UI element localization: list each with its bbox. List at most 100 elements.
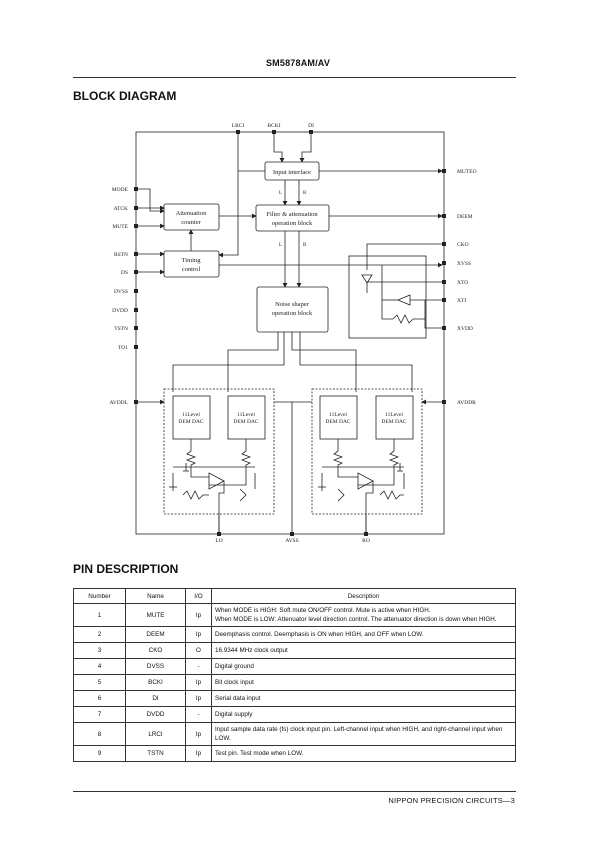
pin-label-muteo: MUTEO [457, 169, 477, 175]
pin-io: Ip [185, 626, 212, 643]
svg-text:DEM DAC: DEM DAC [381, 419, 407, 425]
pin-name: TSTN [125, 745, 186, 762]
dac-left-2: 11Level DEM DAC [227, 395, 266, 440]
timing-control-block [163, 250, 220, 278]
pin-name: DEEM [125, 626, 186, 643]
pin-label-xto: XTO [457, 280, 468, 286]
pin-label-to1: TO1 [118, 345, 128, 351]
pin-number: 3 [73, 642, 126, 659]
pin-label-lrci: LRCI [232, 123, 245, 129]
pin-label-di: DI [308, 123, 314, 129]
col-io: I/O [185, 588, 212, 604]
table-row: 6 DI Ip Serial data input [73, 690, 516, 707]
footer-rule [73, 791, 516, 792]
pin-name: BCKI [125, 674, 186, 691]
filter-label-line2: operation block [272, 220, 313, 227]
pin-name: LRCI [125, 722, 186, 746]
table-row: 1 MUTE Ip When MODE is HIGH: Soft mute O… [73, 603, 516, 627]
header-rule [73, 77, 516, 78]
pin-label-tstn: TSTN [114, 326, 128, 332]
right-dac-group [311, 388, 423, 515]
svg-text:11Level: 11Level [385, 412, 403, 418]
channel-r-label: R [303, 191, 307, 196]
table-row: 3 CKO O 16.9344 MHz clock output [73, 642, 516, 659]
pin-number: 1 [73, 603, 126, 627]
pin-io: - [185, 658, 212, 675]
col-description: Description [211, 588, 516, 604]
block-diagram-heading: BLOCK DIAGRAM [73, 89, 177, 103]
left-dac-group [163, 388, 275, 515]
channel-l-label: L [279, 191, 282, 196]
pin-description: Bit clock input [211, 674, 516, 691]
pin-label-bcki: BCKI [267, 123, 280, 129]
footer-text: NIPPON PRECISION CIRCUITS—3 [388, 796, 515, 805]
pin-description-heading: PIN DESCRIPTION [73, 562, 179, 576]
pin-io: O [185, 642, 212, 659]
pin-description: Digital ground [211, 658, 516, 675]
channel-r-label-2: R [303, 243, 307, 248]
pin-number: 6 [73, 690, 126, 707]
pin-label-xti: XTI [457, 298, 466, 304]
pin-label-xvdd: XVDD [457, 326, 473, 332]
pin-description: When MODE is HIGH: Soft mute ON/OFF cont… [211, 603, 516, 627]
pin-number: 5 [73, 674, 126, 691]
dac-left-1: 11Level DEM DAC [172, 395, 211, 440]
pin-label-lo: LO [215, 538, 222, 544]
oscillator-block [348, 255, 427, 339]
pin-label-deem: DEEM [457, 214, 473, 220]
document-title: SM5878AM/AV [265, 58, 331, 68]
pin-io: Ip [185, 603, 212, 627]
pin-label-xvss: XVSS [457, 261, 471, 267]
svg-text:11Level: 11Level [237, 412, 255, 418]
pin-label-mode: MODE [112, 187, 129, 193]
block-diagram: LRCI BCKI DI MODE ATCK MUTE RSTN DS DVSS… [109, 123, 477, 544]
pin-description: Deemphasis control. Deemphasis is ON whe… [211, 626, 516, 643]
pin-io: - [185, 706, 212, 723]
pin-label-dvss: DVSS [114, 289, 128, 295]
pin-io: Ip [185, 745, 212, 762]
table-row: 5 BCKI Ip Bit clock input [73, 674, 516, 691]
svg-text:11Level: 11Level [182, 412, 200, 418]
pin-number: 9 [73, 745, 126, 762]
pin-table-header: Number Name I/O Description [73, 588, 516, 604]
pin-name: DVDD [125, 706, 186, 723]
pin-name: MUTE [125, 603, 186, 627]
atten-label-line2: counter [181, 219, 201, 226]
left-opamp [208, 472, 225, 490]
noise-label-line2: operation block [272, 310, 313, 317]
pin-label-mute: MUTE [112, 224, 128, 230]
svg-text:DEM DAC: DEM DAC [178, 419, 204, 425]
table-row: 7 DVDD - Digital supply [73, 706, 516, 723]
pin-label-ds: DS [121, 270, 128, 276]
pin-number: 8 [73, 722, 126, 746]
input-interface-label: Input interface [273, 169, 311, 176]
col-name: Name [125, 588, 186, 604]
pin-label-dvdd: DVDD [112, 308, 128, 314]
pin-number: 4 [73, 658, 126, 675]
pin-name: DVSS [125, 658, 186, 675]
col-number: Number [73, 588, 126, 604]
timing-label-line2: control [182, 266, 201, 273]
svg-text:DEM DAC: DEM DAC [325, 419, 351, 425]
table-row: 4 DVSS - Digital ground [73, 658, 516, 675]
pin-description: 16.9344 MHz clock output [211, 642, 516, 659]
pin-name: DI [125, 690, 186, 707]
pin-label-atck: ATCK [114, 206, 128, 212]
table-row: 9 TSTN Ip Test pin. Test mode when LOW. [73, 745, 516, 762]
pin-io: Ip [185, 722, 212, 746]
pin-label-ro: RO [362, 538, 370, 544]
pin-number: 2 [73, 626, 126, 643]
pin-label-avss: AVSS [285, 538, 298, 544]
pin-io: Ip [185, 690, 212, 707]
svg-text:DEM DAC: DEM DAC [233, 419, 259, 425]
pin-io: Ip [185, 674, 212, 691]
right-opamp [357, 472, 374, 490]
timing-label-line1: Timing [182, 257, 202, 264]
pin-description: Digital supply [211, 706, 516, 723]
table-row: 8 LRCI Ip Input sample data rate (fs) cl… [73, 722, 516, 746]
oscillator-resistor [392, 314, 425, 324]
dac-right-1: 11Level DEM DAC [319, 395, 358, 440]
noise-shaper-block [256, 286, 329, 333]
oscillator-inverter [396, 294, 411, 306]
attenuation-counter-block [163, 203, 220, 231]
